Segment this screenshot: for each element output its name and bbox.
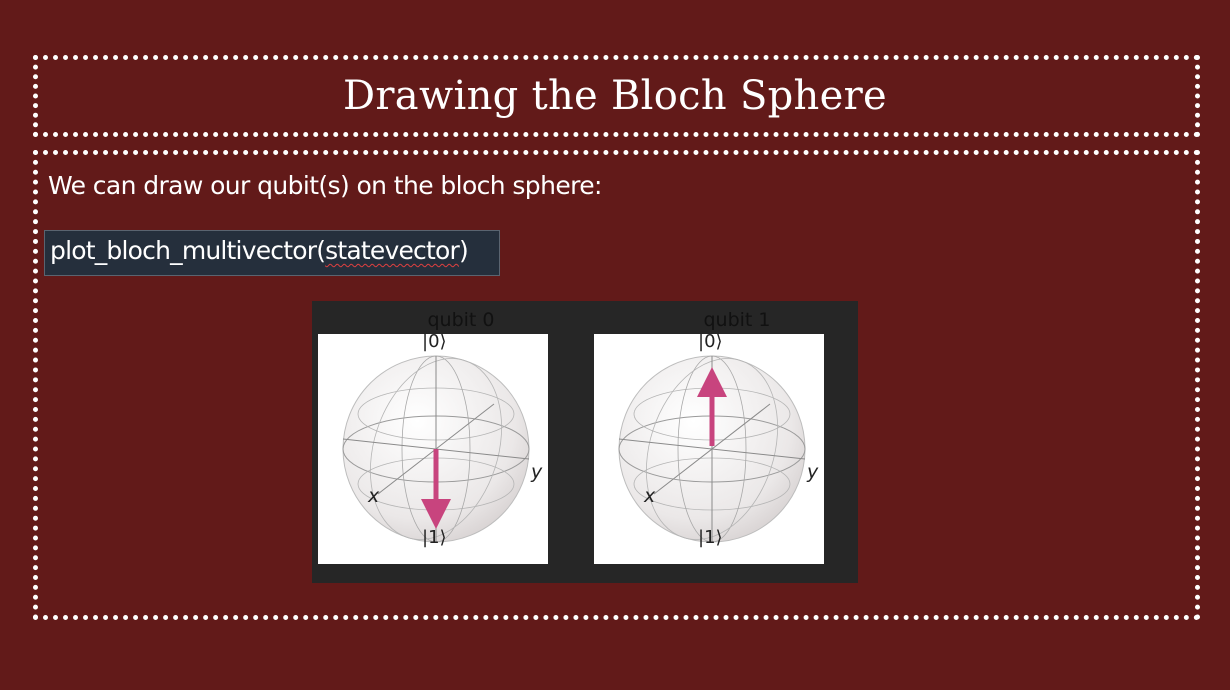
ket-one-label: |1⟩ [422,527,447,548]
code-function: plot_bloch_multivector( [50,236,326,265]
bloch-plot-image: qubit 0 qubit 1 [312,301,858,583]
y-axis-label: y [531,461,543,483]
x-axis-label: x [368,485,380,507]
title-frame [33,55,1200,137]
intro-text: We can draw our qubit(s) on the bloch sp… [48,171,602,200]
code-block[interactable]: plot_bloch_multivector(statevector) [44,230,500,276]
ket-zero-label: |0⟩ [698,331,723,352]
sphere-drawing [342,355,530,543]
bloch-sphere-qubit-1: |0⟩ |1⟩ x y [594,331,824,564]
code-argument: statevector [325,236,460,265]
ket-one-label: |1⟩ [698,527,723,548]
code-line[interactable]: plot_bloch_multivector(statevector) [50,234,469,268]
qubit-0-title: qubit 0 [427,309,495,331]
x-axis-label: x [644,485,656,507]
y-axis-label: y [807,461,819,483]
sphere-drawing [618,355,806,543]
qubit-1-title: qubit 1 [703,309,771,331]
bloch-sphere-qubit-0: |0⟩ |1⟩ x y [318,331,548,564]
slide-title: Drawing the Bloch Sphere [343,73,887,119]
code-close-paren: ) [458,236,469,265]
ket-zero-label: |0⟩ [422,331,447,352]
content-frame [33,150,1200,620]
